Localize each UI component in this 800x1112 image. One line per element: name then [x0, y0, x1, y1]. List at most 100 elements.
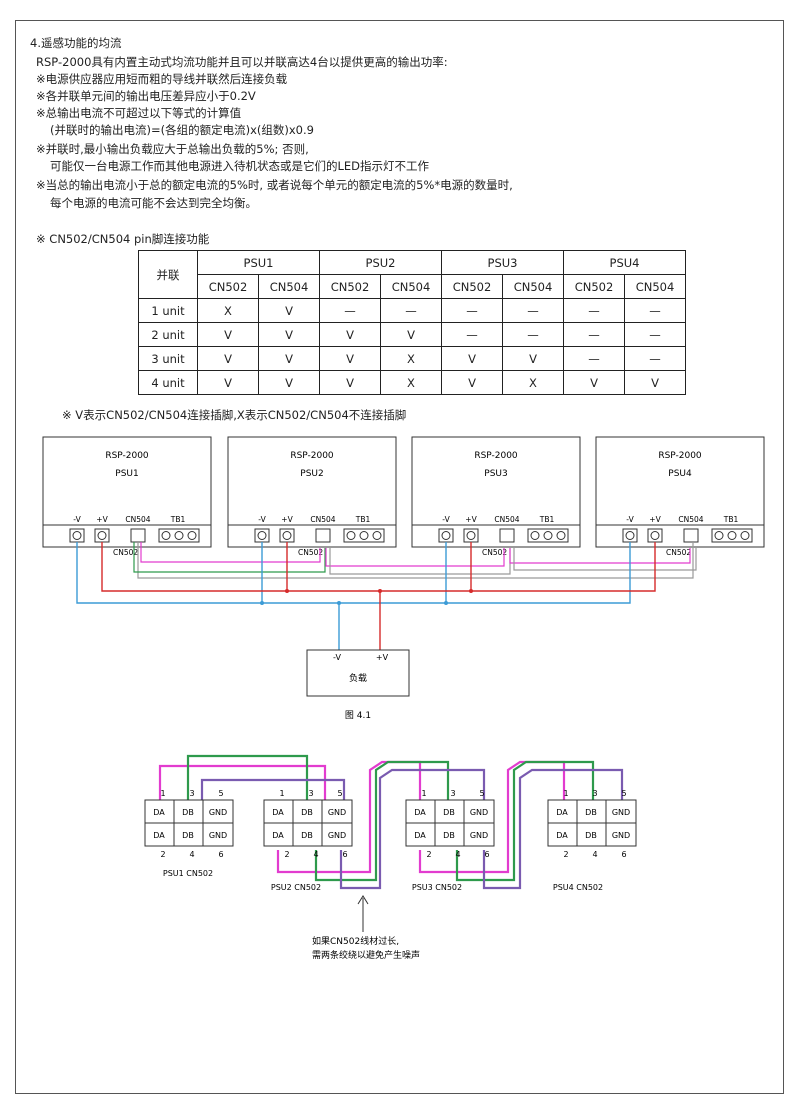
note-line: 每个电源的电流可能不会达到完全均衡。 [50, 196, 257, 210]
table-cell: — [441, 322, 503, 347]
pin-cell-label: DB [182, 808, 194, 817]
tb1-label: TB1 [355, 515, 371, 524]
gray-signal-wire [513, 548, 697, 571]
pin-cell-label: DB [585, 808, 597, 817]
psu-unit: RSP-2000 PSU3 -V +V CN504 TB1 CN502 [411, 436, 581, 557]
pin-number: 1 [160, 789, 165, 798]
connector-name: PSU3 CN502 [412, 883, 462, 892]
green-signal-wire [133, 542, 326, 573]
screw-icon [346, 531, 356, 540]
table-cell: V [563, 370, 625, 395]
cn502-connector: 1 3 5 DA DB GND DA DB GND 2 4 6 PSU3 CN5… [405, 789, 495, 892]
table-row: 3 unit V V V X V V — — [138, 346, 686, 371]
cn504-connector [499, 528, 515, 543]
psu-model-label: RSP-2000 [658, 451, 702, 461]
pin-cell-label: DA [153, 831, 165, 840]
screw-icon [543, 531, 553, 540]
pos-terminal-label: +V [96, 515, 108, 524]
screw-icon [97, 531, 107, 540]
neg-terminal-label: -V [258, 515, 266, 524]
purple-wire [482, 768, 624, 890]
pin-cell-label: DA [153, 808, 165, 817]
table-cell: V [319, 346, 381, 371]
gray-signal-wire [137, 542, 694, 579]
screw-icon [556, 531, 566, 540]
pin-cell-label: GND [209, 808, 227, 817]
table-subheader: CN502 [319, 274, 381, 299]
pin-cell-label: DA [556, 808, 568, 817]
psu-name-label: PSU3 [484, 469, 507, 479]
screw-icon [161, 531, 171, 540]
note-line: ※当总的输出电流小于总的额定电流的5%时, 或者说每个单元的额定电流的5%*电源… [36, 178, 513, 192]
table-cell: V [319, 322, 381, 347]
note-line: ※电源供应器应用短而粗的导线并联然后连接负载 [36, 72, 288, 86]
table-cell: V [441, 370, 503, 395]
screw-icon [282, 531, 292, 540]
pin-cell-label: DA [272, 831, 284, 840]
cn502-connector: 1 3 5 DA DB GND DA DB GND 2 4 6 PSU4 CN5… [547, 789, 637, 892]
load-box [306, 649, 410, 697]
psu-unit: RSP-2000 PSU4 -V +V CN504 TB1 CN502 [595, 436, 765, 557]
connector-name: PSU2 CN502 [271, 883, 321, 892]
tb1-label: TB1 [723, 515, 739, 524]
table-row: 4 unit V V V X V X V V [138, 370, 686, 395]
pin-cell-label: DB [182, 831, 194, 840]
table-subheader: CN504 [258, 274, 320, 299]
purple-wire [200, 778, 346, 800]
neg-terminal-label: -V [442, 515, 450, 524]
pin-cell-label: GND [328, 831, 346, 840]
cn504-label: CN504 [125, 515, 150, 524]
junction-dot [285, 589, 289, 593]
pin-number: 6 [342, 850, 347, 859]
screw-icon [187, 531, 197, 540]
screw-icon [466, 531, 476, 540]
note-line: ※总输出电流不可超过以下等式的计算值 [36, 106, 242, 120]
page-frame [15, 20, 784, 1094]
negative-bus-wire [76, 542, 631, 604]
pin-number: 3 [308, 789, 313, 798]
table-cell: V [258, 370, 320, 395]
pin-number: 6 [621, 850, 626, 859]
cn502-label: CN502 [482, 548, 507, 557]
screw-icon [650, 531, 660, 540]
pin-number: 2 [426, 850, 431, 859]
screw-icon [372, 531, 382, 540]
pin-cell-label: GND [328, 808, 346, 817]
green-wire [455, 760, 595, 882]
junction-dot [444, 601, 448, 605]
pin-number: 2 [160, 850, 165, 859]
pin-cell-label: DA [272, 808, 284, 817]
cn502-label: CN502 [113, 548, 138, 557]
pin-number: 5 [337, 789, 342, 798]
magenta-signal-wire [509, 548, 691, 564]
tb1-label: TB1 [539, 515, 555, 524]
pin-number: 3 [450, 789, 455, 798]
junction-dot [469, 589, 473, 593]
pos-terminal-label: +V [281, 515, 293, 524]
table-cell: — [502, 298, 564, 323]
pin-number: 4 [592, 850, 597, 859]
pin-number: 5 [479, 789, 484, 798]
screw-icon [740, 531, 750, 540]
pin-number: 5 [218, 789, 223, 798]
formula-line: (并联时的输出电流)=(各组的额定电流)x(组数)x0.9 [50, 123, 314, 137]
pin-number: 3 [592, 789, 597, 798]
pin-cell-label: GND [209, 831, 227, 840]
pin-cell-label: DA [414, 808, 426, 817]
pos-terminal-label: +V [649, 515, 661, 524]
cn504-label: CN504 [310, 515, 335, 524]
pin-cell-label: DA [414, 831, 426, 840]
screw-icon [441, 531, 451, 540]
pin-number: 6 [218, 850, 223, 859]
screw-icon [625, 531, 635, 540]
pin-number: 5 [621, 789, 626, 798]
pin-cell-label: GND [612, 831, 630, 840]
green-wire [314, 760, 450, 882]
pin-number: 2 [284, 850, 289, 859]
note-line: ※各并联单元间的输出电压差异应小于0.2V [36, 89, 256, 103]
table-cell: — [319, 298, 381, 323]
psu-unit: RSP-2000 PSU2 -V +V CN504 TB1 CN502 [227, 436, 397, 557]
pin-number: 3 [189, 789, 194, 798]
